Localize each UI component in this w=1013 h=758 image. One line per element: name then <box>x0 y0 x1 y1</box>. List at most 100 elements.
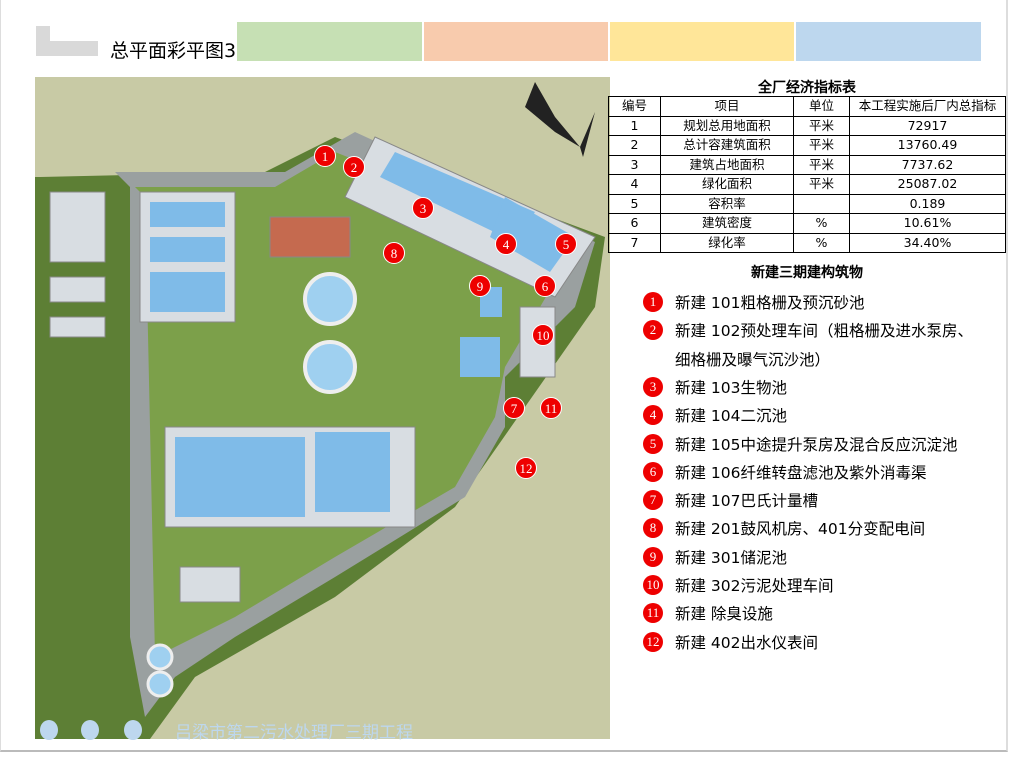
decor-dot <box>124 720 142 740</box>
table-cell: 总计容建筑面积 <box>660 135 794 156</box>
legend-number-badge: 9 <box>643 546 663 567</box>
legend-item: 8 新建 201鼓风机房、401分变配电间 <box>643 517 925 539</box>
table-cell: 平米 <box>793 135 850 156</box>
indicator-table-title: 全厂经济指标表 <box>758 80 856 96</box>
legend-item: 2 新建 102预处理车间（粗格栅及进水泵房、 <box>643 319 973 341</box>
legend-item: 9 新建 301储泥池 <box>643 546 787 568</box>
legend-item: 6 新建 106纤维转盘滤池及紫外消毒渠 <box>643 461 927 483</box>
table-cell: 3 <box>608 154 661 175</box>
table-cell: 7 <box>608 232 661 253</box>
legend-number-badge: 2 <box>643 320 663 341</box>
map-marker-10[interactable]: 10 <box>532 324 554 346</box>
legend-item: 7 新建 107巴氏计量槽 <box>643 489 818 511</box>
map-marker-4[interactable]: 4 <box>495 233 517 255</box>
legend-item-label: 新建 402出水仪表间 <box>675 633 819 652</box>
legend-number-badge: 5 <box>643 433 663 454</box>
legend-number-badge: 8 <box>643 518 663 539</box>
table-cell: 13760.49 <box>849 135 1006 156</box>
legend-number-badge: 6 <box>643 461 663 482</box>
color-bar-orange <box>424 22 608 61</box>
table-cell <box>793 193 850 214</box>
decor-dot <box>81 720 99 740</box>
legend-item-label: 新建 107巴氏计量槽 <box>675 492 819 511</box>
table-cell: 10.61% <box>849 213 1006 234</box>
project-watermark: 吕梁市第二污水处理厂三期工程 <box>175 723 413 743</box>
legend-item: 1 新建 101粗格栅及预沉砂池 <box>643 291 865 313</box>
table-cell: 7737.62 <box>849 154 1006 175</box>
map-marker-11[interactable]: 11 <box>540 397 562 419</box>
table-cell: 建筑密度 <box>660 213 794 234</box>
map-marker-2[interactable]: 2 <box>343 156 365 178</box>
table-cell: 规划总用地面积 <box>660 115 794 136</box>
header-cell: 编号 <box>608 96 661 117</box>
header-cell: 本工程实施后厂内总指标 <box>849 96 1006 117</box>
map-marker-3[interactable]: 3 <box>412 197 434 219</box>
legend-item-label: 新建 302污泥处理车间 <box>675 577 834 595</box>
legend-item-label: 新建 106纤维转盘滤池及紫外消毒渠 <box>675 463 927 482</box>
legend-number-badge: 12 <box>643 631 663 652</box>
legend-item-label: 新建 103生物池 <box>675 378 788 397</box>
legend-item: 10 新建 302污泥处理车间 <box>643 574 834 596</box>
header-cell: 项目 <box>660 96 794 117</box>
page-title: 总平面彩平图3 <box>110 40 237 62</box>
map-marker-5[interactable]: 5 <box>555 233 577 255</box>
legend-title: 新建三期建构筑物 <box>751 265 863 281</box>
header-cell: 单位 <box>793 96 850 117</box>
logo-block <box>36 26 98 56</box>
legend-number-badge: 10 <box>643 575 663 595</box>
map-marker-1[interactable]: 1 <box>314 145 336 167</box>
legend-number-badge: 4 <box>643 405 663 426</box>
legend-item-label: 新建 201鼓风机房、401分变配电间 <box>675 520 926 539</box>
decor-dot <box>40 720 58 740</box>
color-bar-yellow <box>610 22 794 61</box>
legend-number-badge: 1 <box>643 292 663 312</box>
map-marker-7[interactable]: 7 <box>503 397 525 419</box>
table-cell: % <box>793 213 850 234</box>
legend-number-badge: 7 <box>643 490 663 511</box>
table-cell: 建筑占地面积 <box>660 154 794 175</box>
table-cell: 容积率 <box>660 193 794 214</box>
legend-item: 5 新建 105中途提升泵房及混合反应沉淀池 <box>643 433 958 455</box>
table-cell: % <box>793 232 850 253</box>
map-marker-12[interactable]: 12 <box>515 457 537 479</box>
table-cell: 绿化率 <box>660 232 794 253</box>
legend-item: 11 新建 除臭设施 <box>643 602 773 624</box>
table-cell: 34.40% <box>849 232 1006 253</box>
map-marker-8[interactable]: 8 <box>383 242 405 264</box>
table-cell: 25087.02 <box>849 174 1006 195</box>
table-cell: 平米 <box>793 115 850 136</box>
legend-item-label: 新建 301储泥池 <box>675 548 788 567</box>
legend-item: 12 新建 402出水仪表间 <box>643 631 818 653</box>
table-cell: 绿化面积 <box>660 174 794 195</box>
table-cell: 0.189 <box>849 193 1006 214</box>
table-cell: 6 <box>608 213 661 234</box>
legend-item: 4 新建 104二沉池 <box>643 404 787 426</box>
table-header-row: 编号项目单位本工程实施后厂内总指标 <box>608 96 1006 117</box>
map-marker-9[interactable]: 9 <box>469 275 491 297</box>
legend-item-continuation: 细格栅及曝气沉沙池） <box>675 350 831 369</box>
table-cell: 4 <box>608 174 661 195</box>
legend-number-badge: 3 <box>643 376 663 397</box>
color-bar-blue <box>796 22 981 61</box>
legend-number-badge: 11 <box>643 603 663 624</box>
table-cell: 2 <box>608 135 661 156</box>
legend-item-label: 新建 104二沉池 <box>675 407 788 426</box>
table-cell: 平米 <box>793 174 850 195</box>
table-cell: 5 <box>608 193 661 214</box>
table-cell: 平米 <box>793 154 850 175</box>
legend-item-label: 新建 101粗格栅及预沉砂池 <box>675 294 865 312</box>
legend-item-label: 新建 102预处理车间（粗格栅及进水泵房、 <box>675 322 974 341</box>
legend-item-label: 新建 除臭设施 <box>675 605 773 624</box>
legend-item-label: 新建 105中途提升泵房及混合反应沉淀池 <box>675 435 958 454</box>
map-marker-6[interactable]: 6 <box>534 275 556 297</box>
table-cell: 1 <box>608 115 661 136</box>
